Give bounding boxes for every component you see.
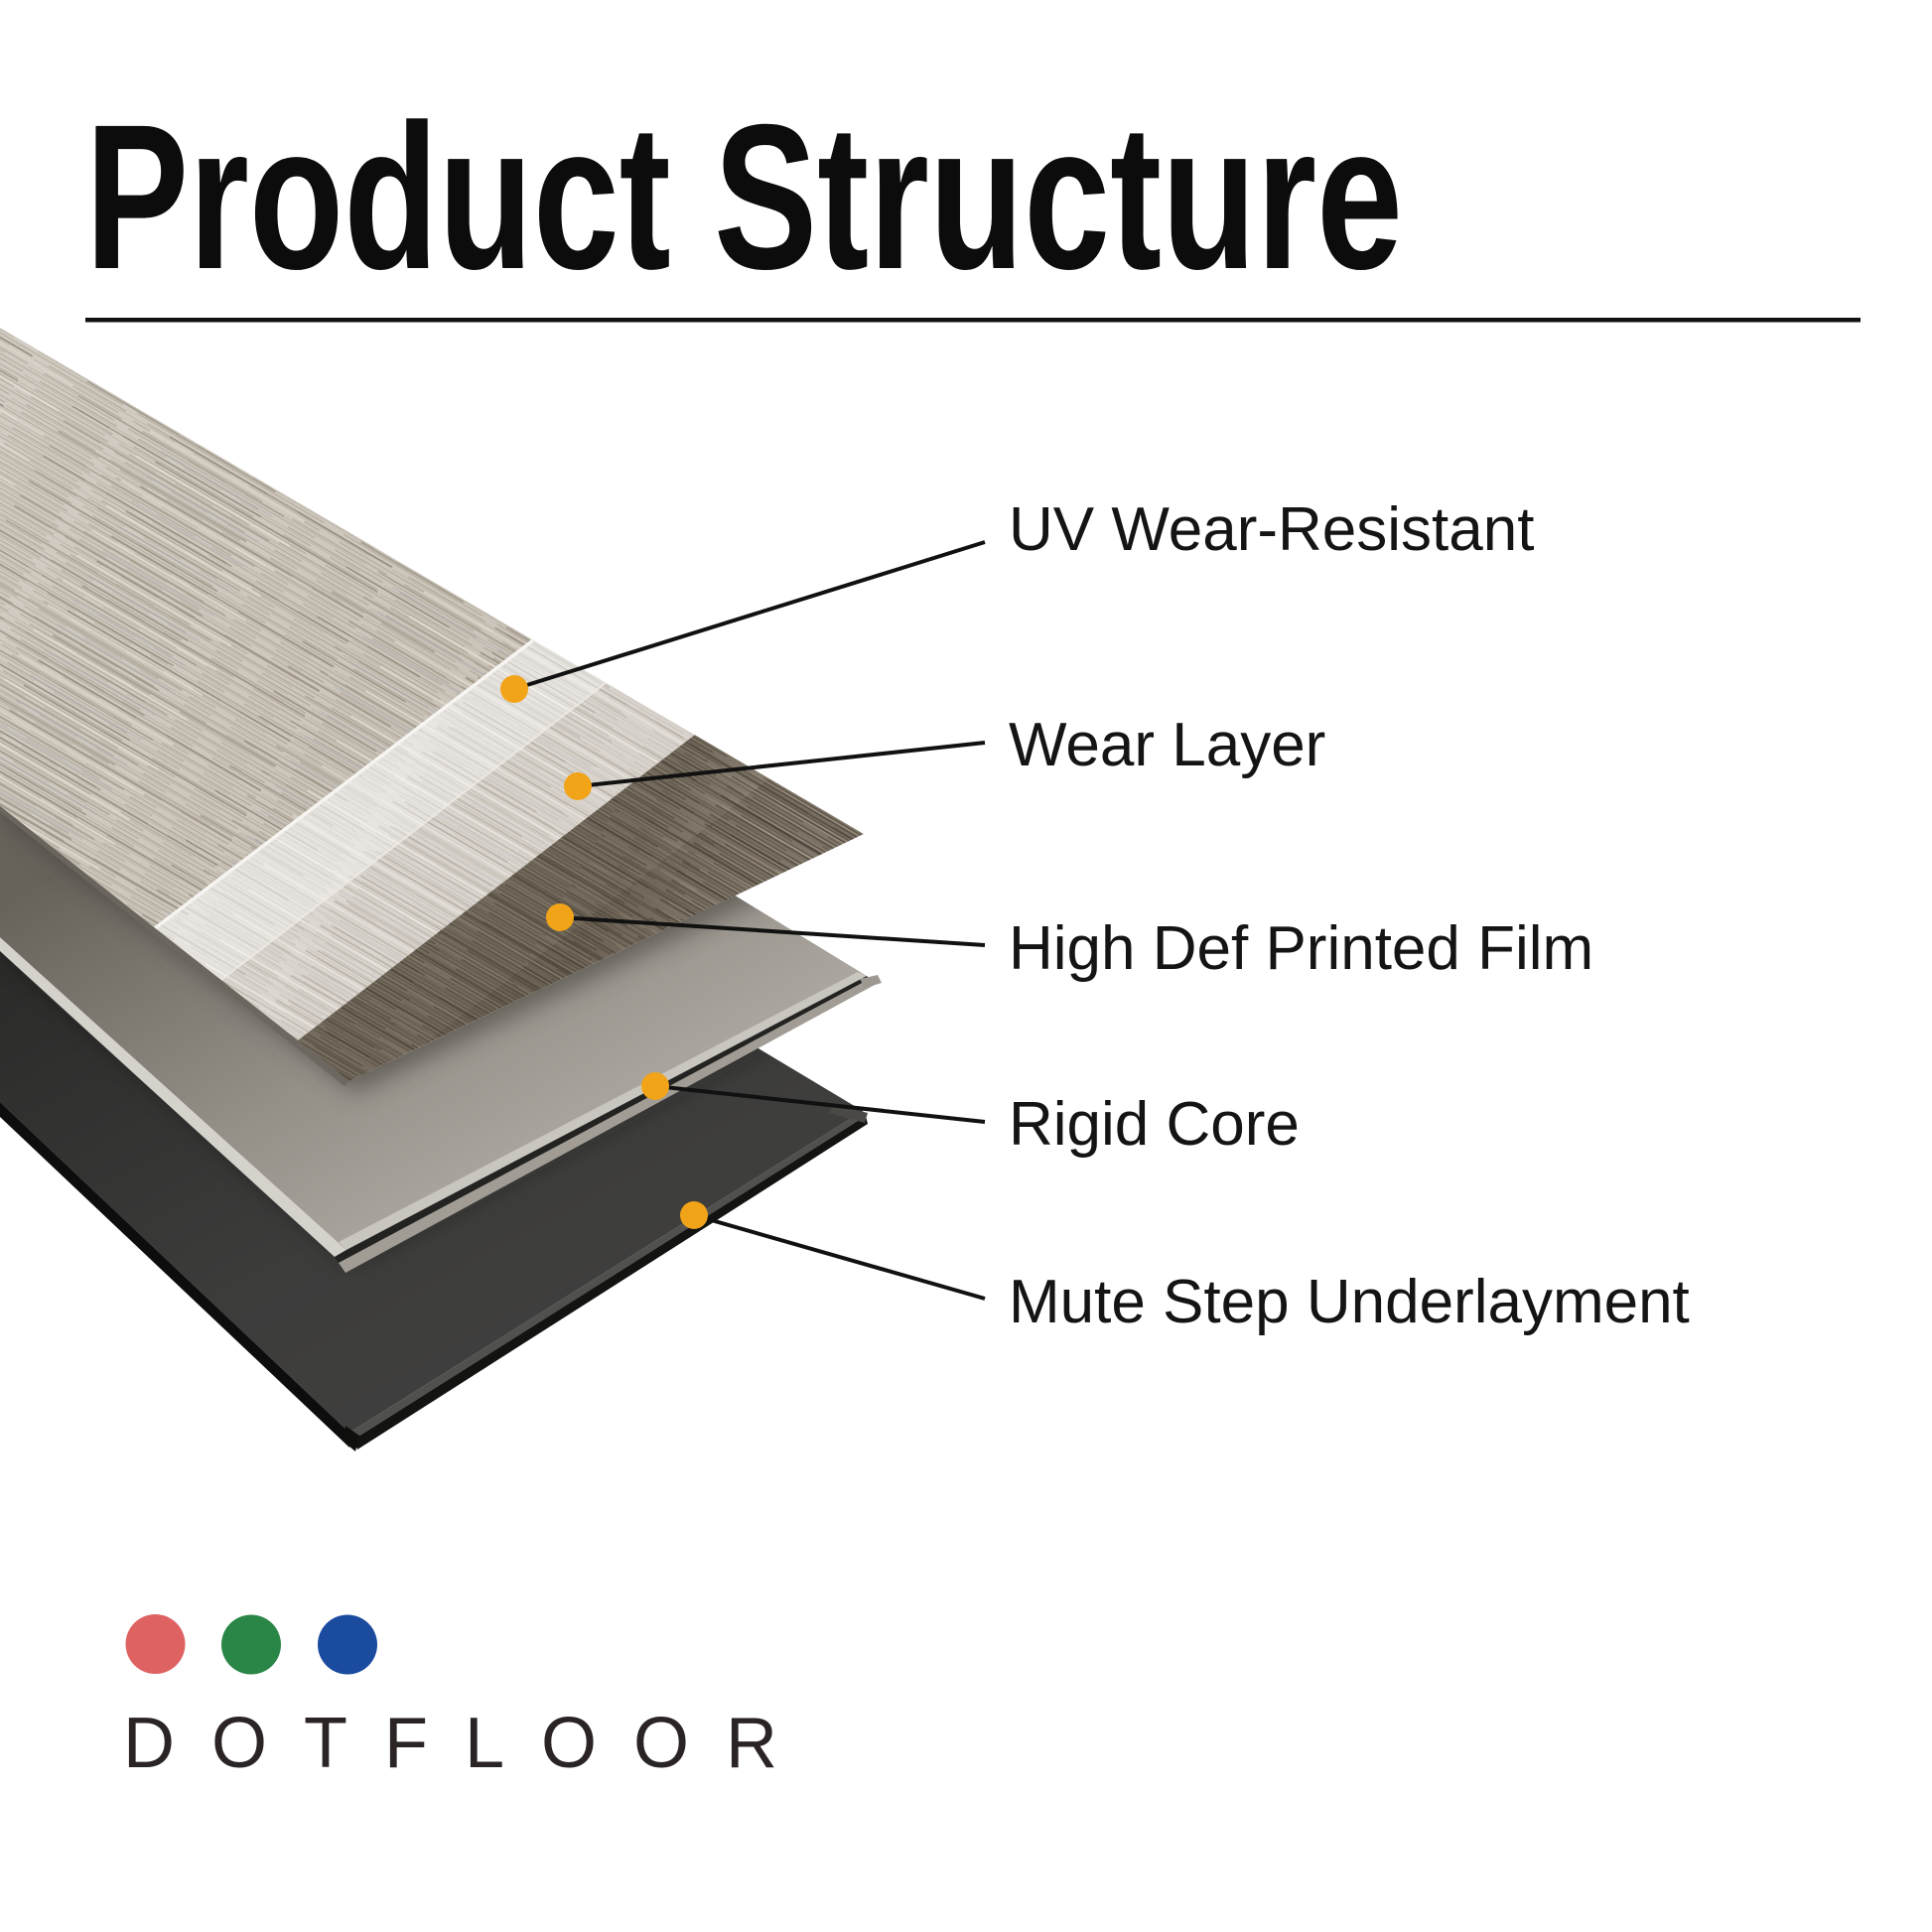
svg-text:Rigid Core: Rigid Core [1009,1090,1300,1159]
svg-text:DOTFLOOR: DOTFLOOR [123,1704,814,1783]
svg-text:High Def Printed Film: High Def Printed Film [1009,914,1593,983]
svg-text:Wear Layer: Wear Layer [1009,711,1325,779]
svg-text:UV Wear-Resistant: UV Wear-Resistant [1009,495,1534,564]
svg-text:Mute Step Underlayment: Mute Step Underlayment [1009,1268,1690,1336]
svg-text:Product Structure: Product Structure [85,81,1403,312]
